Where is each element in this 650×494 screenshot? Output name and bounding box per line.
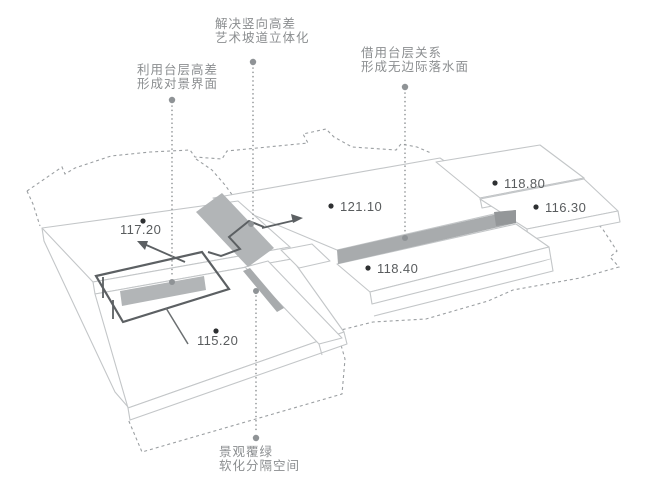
leader-dot-ramp-top: [249, 58, 257, 66]
annotation-ramp-line1: 解决竖向高差: [215, 17, 297, 31]
platform-small-step: [280, 243, 331, 269]
dashed-boundary-right-bottom: [127, 213, 621, 453]
annotation-view-frame: 利用台层高差 形成对景界面: [137, 63, 218, 91]
leader-dot-greenery-bottom: [252, 434, 260, 442]
leader-dot-waterfall-end: [402, 235, 408, 241]
platform-11520-front: [127, 331, 348, 421]
annotation-view-frame-line2: 形成对景界面: [137, 77, 219, 91]
annotation-waterfall-line2: 形成无边际落水面: [361, 60, 470, 74]
elevation-dot-11720: [140, 218, 146, 224]
annotation-greenery-line2: 软化分隔空间: [219, 459, 301, 473]
elevation-label-11840: 118.40: [377, 261, 419, 276]
elevation-dot-11840: [365, 265, 371, 271]
annotation-greenery-line1: 景观覆绿: [219, 445, 274, 459]
annotation-view-frame-line1: 利用台层高差: [137, 63, 219, 77]
platform-west-corner-edge: [41, 227, 129, 408]
elevation-label-11630: 116.30: [545, 200, 587, 215]
dashed-boundary-left-corner: [26, 190, 41, 227]
view-frame-outline: [94, 250, 231, 324]
frame-inner-band: [120, 276, 206, 306]
walkway-slab: [244, 260, 343, 345]
greenery-band: [243, 268, 284, 312]
elevation-label-11720: 117.20: [120, 222, 162, 237]
dashed-boundary-center-branch: [195, 158, 234, 197]
leader-dot-frame-end: [169, 279, 175, 285]
flow-arrow-left-shaft: [143, 243, 186, 263]
view-frame-fold: [102, 277, 114, 319]
annotation-leaders: [171, 67, 406, 433]
leader-dot-ramp-end: [248, 221, 254, 227]
annotation-waterfall-line1: 借用台层关系: [361, 46, 443, 60]
annotation-greenery: 景观覆绿 软化分隔空间: [219, 445, 300, 473]
gray-feature-faces: [120, 193, 516, 312]
elevation-dot-11520: [213, 328, 219, 334]
annotation-waterfall: 借用台层关系 形成无边际落水面: [361, 46, 469, 74]
flow-arrow-right-shaft: [261, 219, 297, 229]
arrowheads: [137, 214, 303, 250]
walkway-slab-edge: [318, 343, 323, 356]
flow-arrow-left-head: [137, 241, 148, 250]
dashed-boundary-upper-left: [26, 128, 432, 192]
elevation-dots: [140, 180, 539, 334]
flow-arrow-right-head: [291, 214, 303, 223]
frame-ground-leader: [165, 307, 189, 345]
leader-dots: [168, 58, 409, 442]
art-ramp-surface: [196, 193, 274, 267]
elevation-label-12110: 121.10: [340, 199, 383, 214]
elevation-dot-11880: [492, 180, 498, 186]
waterfall-band-shadow: [494, 210, 516, 226]
leader-dot-waterfall-top: [401, 83, 409, 91]
annotation-ramp-line2: 艺术坡道立体化: [215, 31, 310, 45]
elevation-dot-11630: [533, 204, 539, 210]
annotation-ramp: 解决竖向高差 艺术坡道立体化: [215, 17, 310, 45]
waterfall-band: [337, 210, 516, 264]
terrace-platforms: [41, 144, 621, 421]
dashed-site-boundary: [26, 128, 621, 453]
elevation-label-11880: 118.80: [504, 176, 546, 191]
elevation-label-11520: 115.20: [197, 333, 239, 348]
leader-dot-frame-top: [168, 96, 176, 104]
leader-dot-greenery-top: [253, 288, 259, 294]
elevation-dot-12110: [328, 203, 334, 209]
platform-11840-step-line: [373, 258, 554, 317]
